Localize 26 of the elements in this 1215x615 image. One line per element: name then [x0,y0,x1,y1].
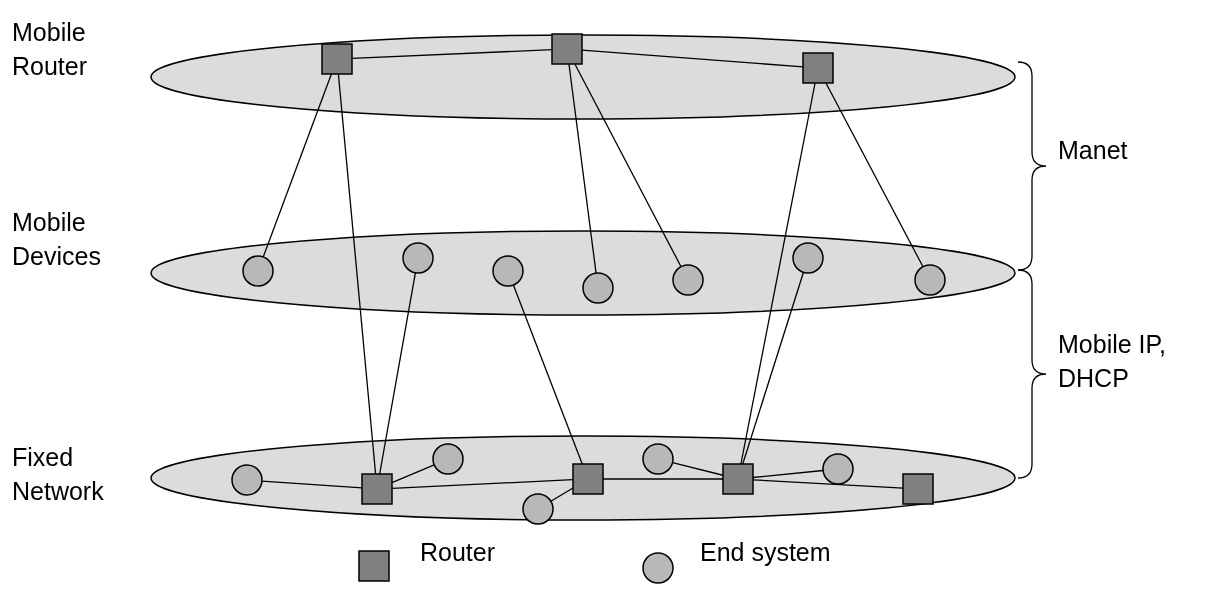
link-line [261,480,363,489]
link-line [671,462,724,476]
link-line [752,469,824,479]
legend-label: End system [700,537,831,568]
link-line [581,49,804,68]
link-line [602,478,724,480]
link-line [391,464,435,484]
link-line [351,49,553,59]
link-line [262,73,333,258]
bracket-label: Manet [1058,135,1129,166]
link-line [574,63,682,268]
link-line [568,63,597,274]
link-line [752,479,904,489]
link-line [825,82,924,268]
link-line [550,487,574,502]
bracket-label: Mobile IP, DHCP [1058,329,1167,394]
link-line [391,479,574,489]
link-line [379,272,417,475]
layer-label: Fixed Network [12,442,105,507]
link-line [740,82,816,465]
layer-label: Mobile Devices [12,207,102,272]
layer-label: Mobile Router [12,17,89,82]
legend-label: Router [420,537,496,568]
link-line [337,73,377,475]
link-line [512,284,583,465]
link-line [742,271,805,465]
